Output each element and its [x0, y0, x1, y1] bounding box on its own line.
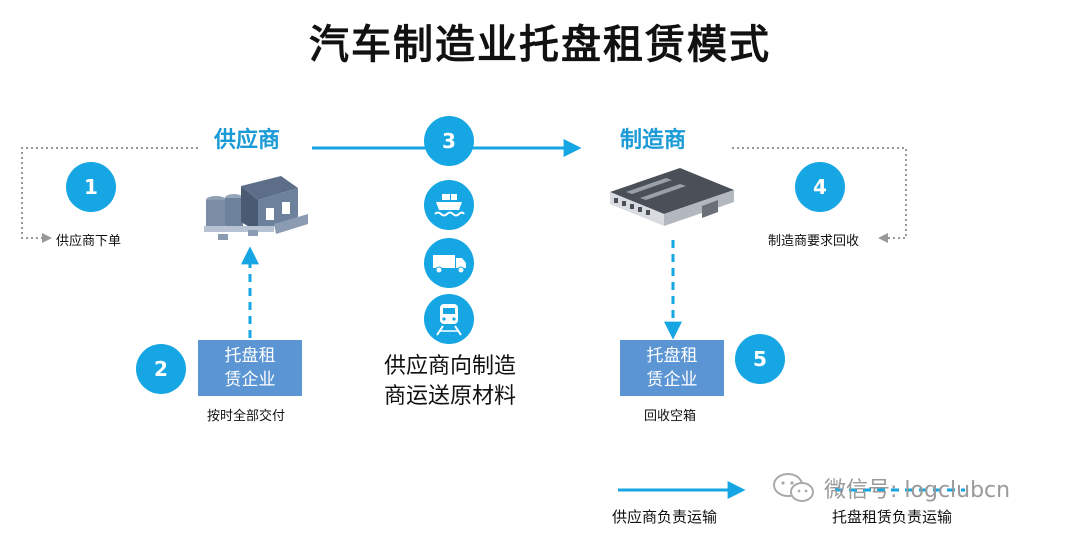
truck-mode	[424, 238, 474, 288]
material-text-line1: 供应商向制造	[383, 354, 516, 379]
step5-label: 回收空箱	[644, 409, 697, 424]
step4-bracket	[732, 147, 907, 243]
material-text-line2: 商运送原材料	[383, 384, 516, 409]
step4-badge: 4	[795, 162, 845, 212]
lessor-box-right-line1: 托盘租	[646, 346, 698, 366]
lessor-box-left-line2: 赁企业	[224, 370, 276, 390]
step2-label: 按时全部交付	[207, 409, 286, 424]
step2-badge: 2	[136, 344, 186, 394]
manufacturer-label: 制造商	[620, 128, 687, 153]
truck-icon	[433, 255, 466, 274]
step1-label: 供应商下单	[56, 234, 122, 249]
step3-badge: 3	[424, 116, 474, 166]
wechat-icon	[773, 473, 814, 502]
lessor-box-right-line2: 赁企业	[646, 370, 698, 390]
supplier-factory-icon	[204, 176, 308, 240]
ship-icon	[434, 194, 465, 217]
material-transport-text: 供应商向制造 商运送原材料	[370, 352, 530, 412]
lessor-box-left-line1: 托盘租	[224, 346, 276, 366]
train-icon	[436, 304, 462, 336]
train-mode	[424, 294, 474, 344]
page-title: 汽车制造业托盘租赁模式	[309, 22, 771, 68]
lessor-box-left: 托盘租 赁企业	[198, 340, 302, 396]
legend-solid-label: 供应商负责运输	[612, 508, 718, 526]
lessor-box-right: 托盘租 赁企业	[620, 340, 724, 396]
manufacturer-factory-icon	[610, 168, 734, 226]
watermark-text: 微信号: logclubcn	[824, 478, 1011, 503]
step4-label: 制造商要求回收	[768, 234, 860, 249]
watermark: 微信号: logclubcn	[770, 470, 1070, 504]
legend-dashed-label: 托盘租赁负责运输	[832, 508, 953, 526]
step5-badge: 5	[735, 334, 785, 384]
supplier-label: 供应商	[214, 128, 281, 153]
step1-bracket	[21, 147, 198, 243]
step1-badge: 1	[66, 162, 116, 212]
ship-mode	[424, 180, 474, 230]
